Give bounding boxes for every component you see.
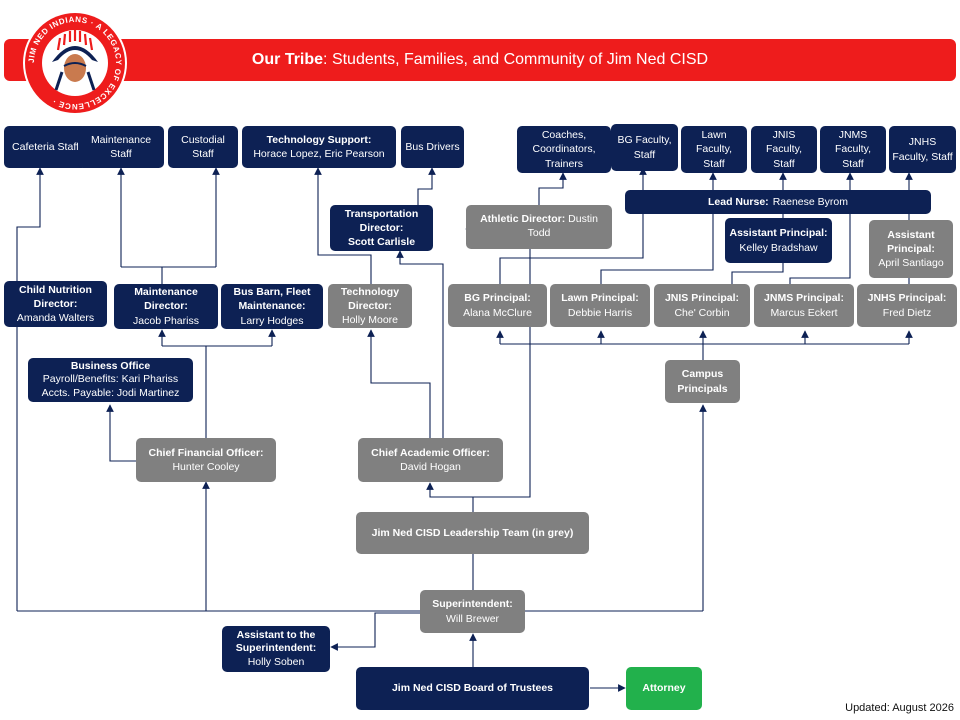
technology-director-name: Holly Moore — [341, 314, 399, 327]
bg-principal-name: Alana McClure — [463, 306, 532, 319]
maintenance-staff-box[interactable]: Maintenance Staff — [78, 126, 164, 168]
child-nutrition-director-name: Amanda Walters — [16, 312, 95, 325]
lead-nurse-label: Lead Nurse: — [708, 195, 769, 208]
superintendent-name: Will Brewer — [445, 612, 500, 625]
bg-principal-label: BG Principal: — [464, 292, 531, 305]
transportation-director-box[interactable]: Transportation Director: Scott Carlisle — [330, 205, 433, 251]
cfo-label: Chief Financial Officer: — [148, 446, 264, 459]
business-office-label: Business Office — [70, 359, 151, 372]
cfo-box[interactable]: Chief Financial Officer: Hunter Cooley — [136, 438, 276, 482]
assistant-principal-jnms-box[interactable]: Assistant Principal:Kelley Bradshaw — [725, 218, 832, 263]
lead-nurse-name: Raenese Byrom — [772, 195, 848, 208]
lawn-faculty-box[interactable]: Lawn Faculty, Staff — [681, 126, 747, 173]
technology-support-names: Horace Lopez, Eric Pearson — [253, 148, 385, 160]
assistant-to-superintendent-label: Assistant to the Superintendent: — [235, 628, 317, 655]
athletic-director-box[interactable]: Athletic Director: Dustin Todd — [466, 205, 612, 249]
maintenance-director-label: Maintenance Director: — [134, 286, 198, 313]
jnhs-principal-name: Fred Dietz — [882, 306, 932, 319]
child-nutrition-director-box[interactable]: Child Nutrition Director: Amanda Walters — [4, 281, 107, 327]
maintenance-director-box[interactable]: Maintenance Director:Jacob Phariss — [114, 284, 218, 329]
bg-faculty-text: BG Faculty, Staff — [617, 134, 672, 161]
lead-nurse-box[interactable]: Lead Nurse:Raenese Byrom — [625, 190, 931, 214]
maintenance-staff-text: Maintenance Staff — [90, 133, 152, 160]
bus-barn-box[interactable]: Bus Barn, Fleet Maintenance:Larry Hodges — [221, 284, 323, 329]
bus-drivers-box[interactable]: Bus Drivers — [401, 126, 464, 168]
technology-support-label: Technology Support: — [266, 133, 372, 146]
lawn-principal-name: Debbie Harris — [567, 306, 633, 319]
jnhs-principal-label: JNHS Principal: — [867, 292, 947, 305]
updated-date: Updated: August 2026 — [845, 702, 954, 714]
business-office-payable: Accts. Payable: Jodi Martinez — [41, 386, 180, 399]
jnis-principal-box[interactable]: JNIS Principal:Che' Corbin — [654, 284, 750, 327]
jim-ned-indians-logo: JIM NED INDIANS · A LEGACY OF EXCELLENCE… — [23, 11, 127, 115]
lawn-faculty-text: Lawn Faculty, Staff — [696, 129, 732, 170]
maintenance-director-name: Jacob Phariss — [133, 314, 199, 327]
assistant-principal-jnhs-name: April Santiago — [878, 257, 944, 270]
transportation-director-name: Scott Carlisle — [347, 236, 416, 249]
jnms-principal-box[interactable]: JNMS Principal:Marcus Eckert — [754, 284, 854, 327]
jnms-faculty-text: JNMS Faculty, Staff — [835, 129, 871, 170]
assistant-principal-jnhs-box[interactable]: Assistant Principal: April Santiago — [869, 220, 953, 278]
jnms-faculty-box[interactable]: JNMS Faculty, Staff — [820, 126, 886, 173]
jnms-principal-name: Marcus Eckert — [770, 306, 838, 319]
attorney-label: Attorney — [642, 682, 686, 695]
attorney-box[interactable]: Attorney — [626, 667, 702, 710]
athletic-director-name: Dustin Todd — [527, 213, 598, 240]
jnis-faculty-box[interactable]: JNIS Faculty, Staff — [751, 126, 817, 173]
athletic-director-label: Athletic Director: — [480, 213, 566, 225]
jnms-principal-label: JNMS Principal: — [764, 292, 844, 305]
board-of-trustees-box[interactable]: Jim Ned CISD Board of Trustees — [356, 667, 589, 710]
title-rest: : Students, Families, and Community of J… — [323, 51, 709, 68]
jnhs-principal-box[interactable]: JNHS Principal:Fred Dietz — [857, 284, 957, 327]
coaches-box[interactable]: Coaches, Coordinators, Trainers — [517, 126, 611, 173]
custodial-staff-box[interactable]: Custodial Staff — [168, 126, 238, 168]
cao-name: David Hogan — [400, 461, 461, 473]
jnhs-faculty-box[interactable]: JNHS Faculty, Staff — [889, 126, 956, 173]
jnis-faculty-text: JNIS Faculty, Staff — [766, 129, 802, 170]
lawn-principal-label: Lawn Principal: — [561, 292, 639, 305]
superintendent-label: Superintendent: — [432, 598, 513, 611]
assistant-to-superintendent-box[interactable]: Assistant to the Superintendent:Holly So… — [222, 626, 330, 672]
cao-label: Chief Academic Officer: — [371, 446, 490, 459]
campus-principals-label: Campus Principals — [677, 368, 728, 395]
cafeteria-staff-box[interactable]: Cafeteria Staff — [4, 126, 87, 168]
campus-principals-box[interactable]: Campus Principals — [665, 360, 740, 403]
business-office-payroll: Payroll/Benefits: Kari Phariss — [42, 373, 179, 386]
cao-box[interactable]: Chief Academic Officer: David Hogan — [358, 438, 503, 482]
jnis-principal-name: Che' Corbin — [674, 306, 730, 319]
cafeteria-staff-text: Cafeteria Staff — [12, 140, 79, 153]
superintendent-box[interactable]: Superintendent:Will Brewer — [420, 590, 525, 633]
coaches-text: Coaches, Coordinators, Trainers — [532, 129, 596, 170]
bus-barn-name: Larry Hodges — [240, 314, 304, 327]
chief-headdress-icon — [52, 30, 98, 91]
technology-director-box[interactable]: Technology Director: Holly Moore — [328, 284, 412, 328]
technology-support-box[interactable]: Technology Support: Horace Lopez, Eric Pe… — [242, 126, 396, 168]
title-bold: Our Tribe — [251, 51, 324, 68]
bg-faculty-box[interactable]: BG Faculty, Staff — [611, 124, 678, 171]
jnhs-faculty-text: JNHS Faculty, Staff — [892, 136, 953, 163]
assistant-principal-jnms-name: Kelley Bradshaw — [739, 241, 818, 254]
bus-drivers-text: Bus Drivers — [405, 140, 460, 153]
bg-principal-box[interactable]: BG Principal:Alana McClure — [448, 284, 547, 327]
bus-barn-label: Bus Barn, Fleet Maintenance: — [233, 286, 311, 313]
leadership-team-label: Jim Ned CISD Leadership Team (in grey) — [371, 526, 574, 539]
assistant-to-superintendent-name: Holly Soben — [247, 655, 305, 668]
assistant-principal-jnhs-label: Assistant Principal: — [887, 228, 935, 255]
lawn-principal-box[interactable]: Lawn Principal:Debbie Harris — [550, 284, 650, 327]
child-nutrition-director-label: Child Nutrition Director: — [19, 283, 92, 310]
jnis-principal-label: JNIS Principal: — [664, 292, 740, 305]
technology-director-label: Technology Director: — [340, 285, 400, 312]
custodial-staff-text: Custodial Staff — [181, 133, 225, 160]
cfo-name: Hunter Cooley — [172, 461, 240, 473]
title-banner: Our Tribe: Students, Families, and Commu… — [4, 39, 956, 81]
transportation-director-label: Transportation Director: — [344, 207, 419, 234]
assistant-principal-jnms-label: Assistant Principal: — [729, 227, 828, 240]
board-of-trustees-label: Jim Ned CISD Board of Trustees — [391, 682, 554, 695]
leadership-team-box[interactable]: Jim Ned CISD Leadership Team (in grey) — [356, 512, 589, 554]
